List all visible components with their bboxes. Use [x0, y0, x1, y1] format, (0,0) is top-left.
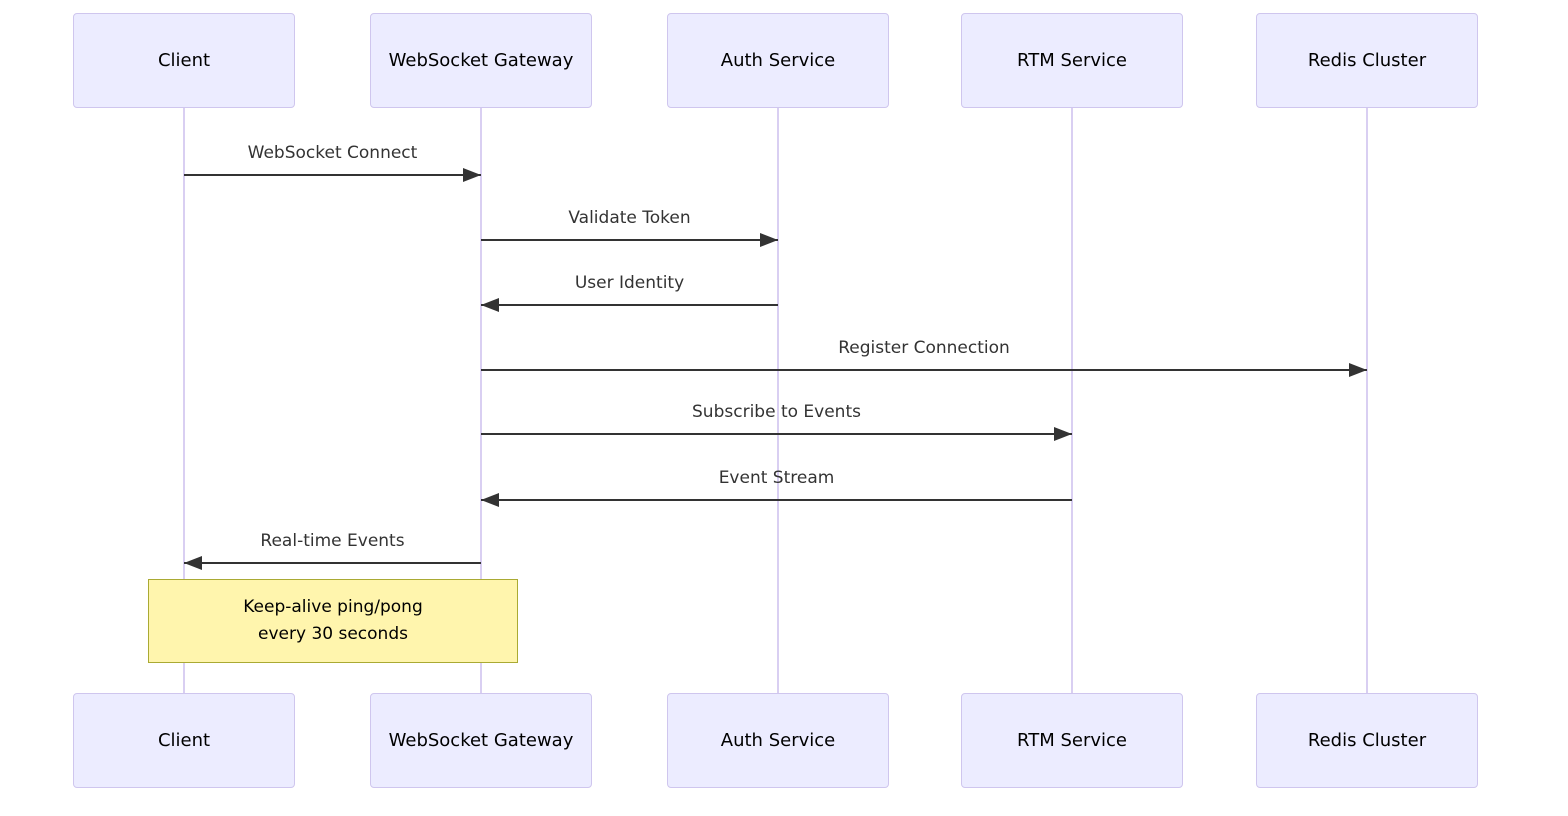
message-label-2: Validate Token: [568, 208, 691, 228]
message-label-5: Subscribe to Events: [692, 402, 861, 422]
participant-redis-cluster-bottom: Redis Cluster: [1256, 693, 1478, 788]
participant-label: Redis Cluster: [1307, 730, 1427, 751]
participant-auth-service-bottom: Auth Service: [667, 693, 889, 788]
participant-websocket-gateway-bottom: WebSocket Gateway: [370, 693, 592, 788]
message-line-6: [481, 499, 1072, 501]
message-arrowhead-icon: [760, 233, 778, 247]
note-line: every 30 seconds: [258, 624, 408, 644]
message-label-6: Event Stream: [718, 468, 835, 488]
participant-rtm-service-bottom: RTM Service: [961, 693, 1183, 788]
participant-label: Auth Service: [720, 50, 836, 71]
participant-rtm-service-top: RTM Service: [961, 13, 1183, 108]
note-line: Keep-alive ping/pong: [243, 597, 423, 617]
message-line-5: [481, 433, 1072, 435]
message-arrowhead-icon: [481, 298, 499, 312]
lifeline-rtm-service: [1071, 108, 1073, 693]
note-keep-alive: Keep-alive ping/pong every 30 seconds: [148, 579, 518, 663]
lifeline-client: [183, 108, 185, 693]
participant-auth-service-top: Auth Service: [667, 13, 889, 108]
message-label-1: WebSocket Connect: [247, 143, 418, 163]
participant-label: WebSocket Gateway: [388, 50, 574, 71]
message-arrowhead-icon: [1349, 363, 1367, 377]
participant-label: Client: [157, 730, 211, 751]
message-arrowhead-icon: [1054, 427, 1072, 441]
participant-websocket-gateway-top: WebSocket Gateway: [370, 13, 592, 108]
message-label-4: Register Connection: [838, 338, 1010, 358]
participant-label: RTM Service: [1017, 50, 1127, 71]
lifeline-websocket-gateway: [480, 108, 482, 693]
message-line-1: [184, 174, 481, 176]
participant-label: WebSocket Gateway: [388, 730, 574, 751]
message-line-7: [184, 562, 481, 564]
participant-redis-cluster-top: Redis Cluster: [1256, 13, 1478, 108]
participant-label: Auth Service: [720, 730, 836, 751]
participant-label: RTM Service: [1017, 730, 1127, 751]
message-label-7: Real-time Events: [260, 531, 405, 551]
participant-label: Client: [157, 50, 211, 71]
message-line-3: [481, 304, 778, 306]
participant-client-top: Client: [73, 13, 295, 108]
message-arrowhead-icon: [463, 168, 481, 182]
message-arrowhead-icon: [481, 493, 499, 507]
lifeline-redis-cluster: [1366, 108, 1368, 693]
message-line-4: [481, 369, 1367, 371]
message-label-3: User Identity: [574, 273, 685, 293]
message-arrowhead-icon: [184, 556, 202, 570]
participant-client-bottom: Client: [73, 693, 295, 788]
lifeline-auth-service: [777, 108, 779, 693]
participant-label: Redis Cluster: [1307, 50, 1427, 71]
message-line-2: [481, 239, 778, 241]
